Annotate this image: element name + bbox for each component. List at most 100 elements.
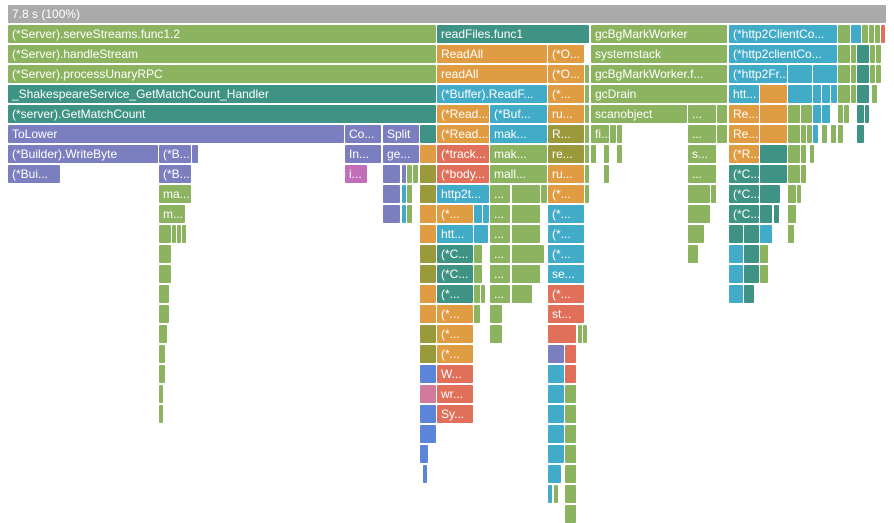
flame-frame-unlabeled[interactable] [857, 105, 864, 123]
flame-frame-unlabeled[interactable] [688, 245, 698, 263]
flame-frame[interactable]: (*Server).serveStreams.func1.2 [8, 25, 436, 43]
flame-frame-unlabeled[interactable] [402, 205, 406, 223]
flame-frame[interactable]: (*... [548, 245, 584, 263]
flame-frame-unlabeled[interactable] [585, 185, 589, 203]
flame-frame-unlabeled[interactable] [585, 65, 589, 83]
flame-frame[interactable]: (*C... [729, 205, 759, 223]
flame-frame-unlabeled[interactable] [407, 185, 412, 203]
flame-frame-unlabeled[interactable] [851, 85, 856, 103]
flame-frame-unlabeled[interactable] [565, 365, 576, 383]
flame-frame-unlabeled[interactable] [617, 125, 622, 143]
flame-frame-unlabeled[interactable] [407, 165, 412, 183]
flame-frame[interactable]: In... [345, 145, 381, 163]
flame-frame[interactable]: _ShakespeareService_GetMatchCount_Handle… [8, 85, 436, 103]
flame-frame-unlabeled[interactable] [760, 105, 787, 123]
flame-frame-unlabeled[interactable] [383, 185, 400, 203]
flame-frame-unlabeled[interactable] [813, 125, 818, 143]
flame-frame-unlabeled[interactable] [383, 205, 400, 223]
flame-frame-unlabeled[interactable] [585, 145, 589, 163]
flame-frame-unlabeled[interactable] [813, 85, 821, 103]
flame-frame[interactable]: (*O... [548, 65, 584, 83]
flame-frame-unlabeled[interactable] [797, 185, 801, 203]
flame-frame-unlabeled[interactable] [585, 105, 589, 123]
flame-frame-unlabeled[interactable] [744, 225, 759, 243]
flame-frame-unlabeled[interactable] [420, 185, 436, 203]
flame-frame-unlabeled[interactable] [548, 365, 564, 383]
flame-frame-unlabeled[interactable] [420, 365, 436, 383]
flame-frame-unlabeled[interactable] [838, 125, 843, 143]
flame-frame-unlabeled[interactable] [688, 205, 710, 223]
flame-root-frame[interactable]: 7.8 s (100%) [8, 5, 886, 23]
flame-frame-unlabeled[interactable] [801, 145, 806, 163]
flame-frame-unlabeled[interactable] [159, 305, 169, 323]
flame-frame-unlabeled[interactable] [688, 185, 710, 203]
flame-frame[interactable]: (*Read... [437, 105, 489, 123]
flame-frame[interactable]: (*... [548, 205, 584, 223]
flame-frame[interactable]: Re... [729, 125, 759, 143]
flame-frame-unlabeled[interactable] [578, 325, 582, 343]
flame-frame[interactable]: ru... [548, 165, 584, 183]
flame-frame[interactable]: ru... [548, 105, 584, 123]
flame-frame-unlabeled[interactable] [159, 265, 171, 283]
flame-frame-unlabeled[interactable] [483, 205, 489, 223]
flame-frame-unlabeled[interactable] [801, 165, 806, 183]
flame-frame-unlabeled[interactable] [474, 245, 482, 263]
flame-frame-unlabeled[interactable] [711, 185, 716, 203]
flame-frame-unlabeled[interactable] [159, 225, 171, 243]
flame-frame[interactable]: re... [548, 145, 584, 163]
flame-frame[interactable]: gcBgMarkWorker [591, 25, 727, 43]
flame-frame-unlabeled[interactable] [413, 165, 418, 183]
flame-frame-unlabeled[interactable] [591, 145, 596, 163]
flame-frame-unlabeled[interactable] [870, 45, 875, 63]
flame-frame-unlabeled[interactable] [172, 225, 176, 243]
flame-frame[interactable]: (*body... [437, 165, 489, 183]
flame-frame[interactable]: Co... [345, 125, 381, 143]
flame-frame-unlabeled[interactable] [717, 125, 727, 143]
flame-frame-unlabeled[interactable] [831, 85, 837, 103]
flame-frame-unlabeled[interactable] [159, 385, 163, 403]
flame-frame[interactable]: ReadAll [437, 45, 547, 63]
flame-frame-unlabeled[interactable] [420, 265, 436, 283]
flame-frame[interactable]: ... [688, 165, 716, 183]
flame-frame[interactable]: (*... [548, 85, 584, 103]
flame-frame-unlabeled[interactable] [481, 285, 485, 303]
flame-frame[interactable]: ... [490, 225, 510, 243]
flame-frame-unlabeled[interactable] [813, 105, 821, 123]
flame-frame-unlabeled[interactable] [420, 245, 436, 263]
flame-frame-unlabeled[interactable] [420, 385, 436, 403]
flame-frame[interactable]: (*Bui... [8, 165, 60, 183]
flame-frame[interactable]: (*R... [729, 145, 759, 163]
flame-frame-unlabeled[interactable] [813, 65, 837, 83]
flame-frame-unlabeled[interactable] [420, 325, 436, 343]
flame-frame[interactable]: ... [490, 285, 510, 303]
flame-frame-unlabeled[interactable] [788, 205, 796, 223]
flame-frame-unlabeled[interactable] [512, 225, 540, 243]
flame-frame-unlabeled[interactable] [760, 265, 768, 283]
flame-frame-unlabeled[interactable] [788, 105, 800, 123]
flame-frame-unlabeled[interactable] [822, 125, 827, 143]
flame-frame-unlabeled[interactable] [512, 205, 540, 223]
flame-frame-unlabeled[interactable] [807, 125, 812, 143]
flame-frame-unlabeled[interactable] [760, 125, 787, 143]
flame-frame[interactable]: (*... [437, 325, 473, 343]
flame-frame[interactable]: (*Read... [437, 125, 489, 143]
flame-frame[interactable]: wr... [437, 385, 473, 403]
flame-frame-unlabeled[interactable] [838, 25, 850, 43]
flame-frame-unlabeled[interactable] [822, 85, 830, 103]
flame-frame[interactable]: (*Server).processUnaryRPC [8, 65, 436, 83]
flame-frame[interactable]: (*B... [159, 165, 191, 183]
flame-frame-unlabeled[interactable] [844, 105, 849, 123]
flame-frame-unlabeled[interactable] [604, 165, 609, 183]
flame-frame-unlabeled[interactable] [617, 145, 622, 163]
flame-frame[interactable]: (*... [437, 345, 473, 363]
flame-frame-unlabeled[interactable] [548, 405, 564, 423]
flame-frame[interactable]: (*C... [437, 245, 473, 263]
flame-frame[interactable]: (*Builder).WriteByte [8, 145, 158, 163]
flame-frame-unlabeled[interactable] [490, 325, 502, 343]
flame-frame-unlabeled[interactable] [541, 185, 547, 203]
flame-frame[interactable]: (*O... [548, 45, 584, 63]
flame-frame-unlabeled[interactable] [548, 325, 576, 343]
flame-frame[interactable]: gcDrain [591, 85, 727, 103]
flame-frame[interactable]: s... [688, 145, 716, 163]
